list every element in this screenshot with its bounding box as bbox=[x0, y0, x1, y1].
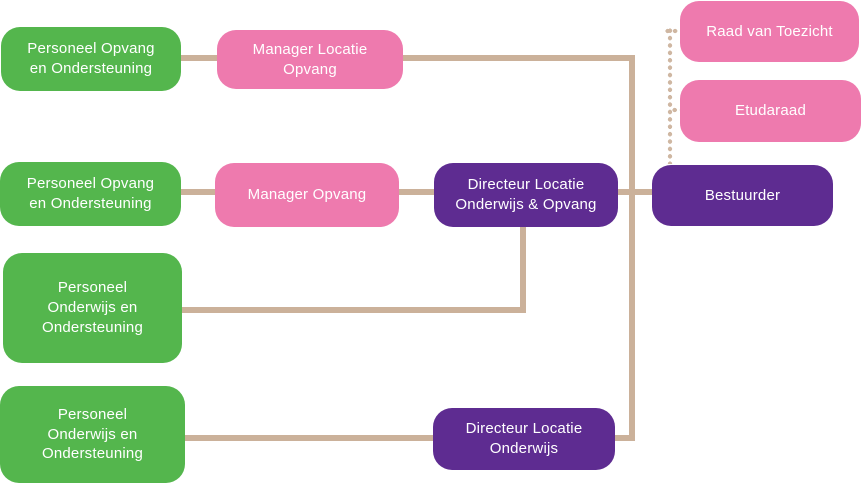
node-label: Manager Opvang bbox=[247, 186, 367, 204]
node-label: Personeel Opvang en Ondersteuning bbox=[27, 40, 155, 77]
node-label: Personeel Onderwijs en Ondersteuning bbox=[41, 279, 143, 336]
node-label: Personeel Opvang en Ondersteuning bbox=[26, 175, 155, 212]
connector-manager-locatie-opvang-trunk bbox=[398, 55, 635, 61]
node-label: Manager Locatie Opvang bbox=[252, 40, 368, 78]
connector-trunk-vertical bbox=[629, 55, 635, 441]
connector-personeel1-manager-locatie-opvang bbox=[180, 55, 218, 61]
node-etudaraad: Etudaraad bbox=[680, 80, 861, 142]
node-label: Raad van Toezicht bbox=[706, 22, 833, 40]
dotted-connector-raad-van-toezicht-stub bbox=[664, 28, 682, 34]
connector-personeel2-manager-opvang bbox=[180, 189, 216, 195]
node-raad-van-toezicht: Raad van Toezicht bbox=[680, 1, 859, 62]
node-label: Directeur Locatie Onderwijs & Opvang bbox=[455, 176, 597, 213]
node-personeel-opvang-1: Personeel Opvang en Ondersteuning bbox=[1, 27, 181, 91]
node-personeel-onderwijs-1: Personeel Onderwijs en Ondersteuning bbox=[3, 253, 182, 363]
node-label: Etudaraad bbox=[734, 102, 807, 120]
dotted-connector-etudaraad-stub bbox=[671, 107, 683, 113]
connector-manager-opvang-directeur bbox=[398, 189, 435, 195]
node-directeur-locatie-onderwijs: Directeur Locatie Onderwijs bbox=[433, 408, 615, 470]
node-manager-opvang: Manager Opvang bbox=[215, 163, 399, 227]
node-label: Directeur Locatie Onderwijs bbox=[465, 420, 583, 457]
dotted-connector-bestuurder-raad-vertical bbox=[667, 27, 673, 164]
node-label: Bestuurder bbox=[704, 186, 781, 204]
node-personeel-opvang-2: Personeel Opvang en Ondersteuning bbox=[0, 162, 181, 226]
connector-personeel-onderwijs1-horizontal bbox=[181, 307, 526, 313]
node-bestuurder: Bestuurder bbox=[652, 165, 833, 226]
node-label: Personeel Onderwijs en Ondersteuning bbox=[41, 405, 143, 463]
node-directeur-locatie-onderwijs-opvang: Directeur Locatie Onderwijs & Opvang bbox=[434, 163, 618, 227]
node-manager-locatie-opvang: Manager Locatie Opvang bbox=[217, 30, 403, 89]
connector-directeur-onderwijs-trunk bbox=[614, 435, 635, 441]
connector-personeel-onderwijs2-directeur bbox=[183, 435, 434, 441]
connector-personeel-onderwijs1-vertical bbox=[520, 227, 526, 313]
node-personeel-onderwijs-2: Personeel Onderwijs en Ondersteuning bbox=[0, 386, 185, 483]
